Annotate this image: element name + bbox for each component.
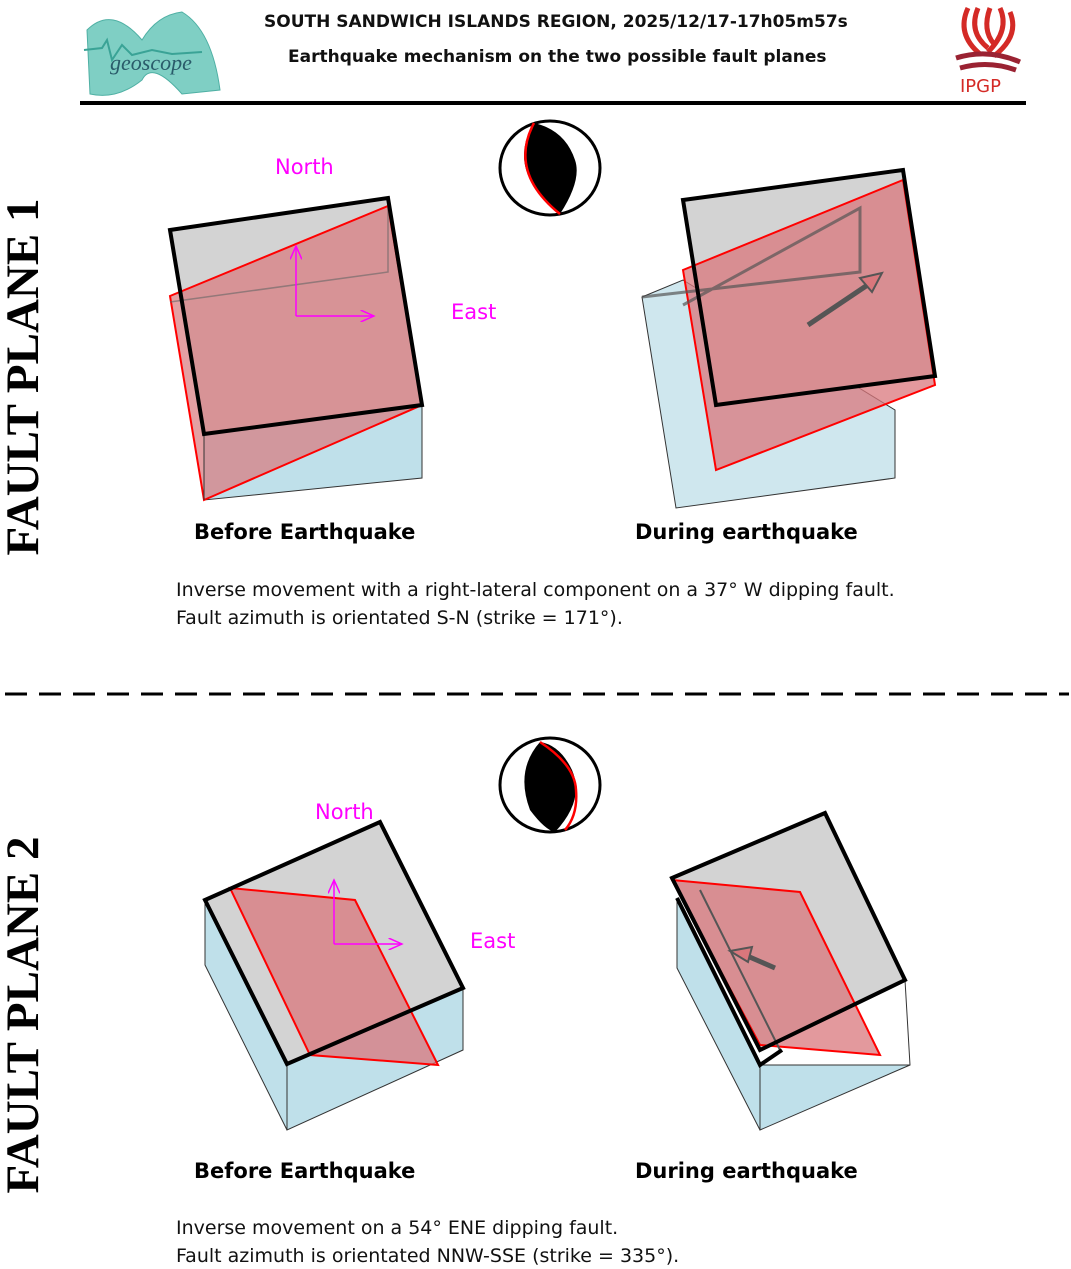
slip-arrow-icon [806, 279, 874, 328]
beachball-2 [498, 736, 602, 834]
east-label-1: East [451, 300, 497, 324]
ipgp-emblem-icon: IPGP [955, 6, 1022, 97]
before-caption-1: Before Earthquake [194, 520, 416, 544]
during-caption-1: During earthquake [635, 520, 858, 544]
description-1-line-2: Fault azimuth is orientated S-N (strike … [176, 607, 623, 629]
north-label-1: North [275, 155, 334, 179]
page-subtitle: Earthquake mechanism on the two possible… [288, 47, 827, 67]
beachball-1 [498, 119, 602, 217]
description-2-line-2: Fault azimuth is orientated NNW-SSE (str… [176, 1245, 680, 1267]
north-label-2: North [315, 800, 374, 824]
header-divider [80, 101, 1026, 105]
fault-block-during-2 [669, 810, 911, 1131]
fault-block-during-1 [641, 167, 938, 509]
globe-map-icon: geoscope [83, 11, 221, 96]
ipgp-logo: IPGP [950, 4, 1026, 98]
geoscope-wordmark: geoscope [110, 50, 192, 75]
east-label-2: East [470, 929, 516, 953]
description-2-line-1: Inverse movement on a 54° ENE dipping fa… [176, 1217, 619, 1239]
description-1: Inverse movement with a right-lateral co… [176, 576, 895, 632]
fault-block-before-2 [202, 819, 466, 1131]
ipgp-wordmark: IPGP [960, 76, 1001, 97]
fault-block-before-1 [167, 195, 425, 502]
page-title: SOUTH SANDWICH ISLANDS REGION, 2025/12/1… [264, 12, 848, 32]
description-2: Inverse movement on a 54° ENE dipping fa… [176, 1214, 679, 1269]
geoscope-logo: geoscope [82, 10, 222, 96]
before-caption-2: Before Earthquake [194, 1159, 416, 1183]
description-1-line-1: Inverse movement with a right-lateral co… [176, 579, 895, 601]
during-caption-2: During earthquake [635, 1159, 858, 1183]
